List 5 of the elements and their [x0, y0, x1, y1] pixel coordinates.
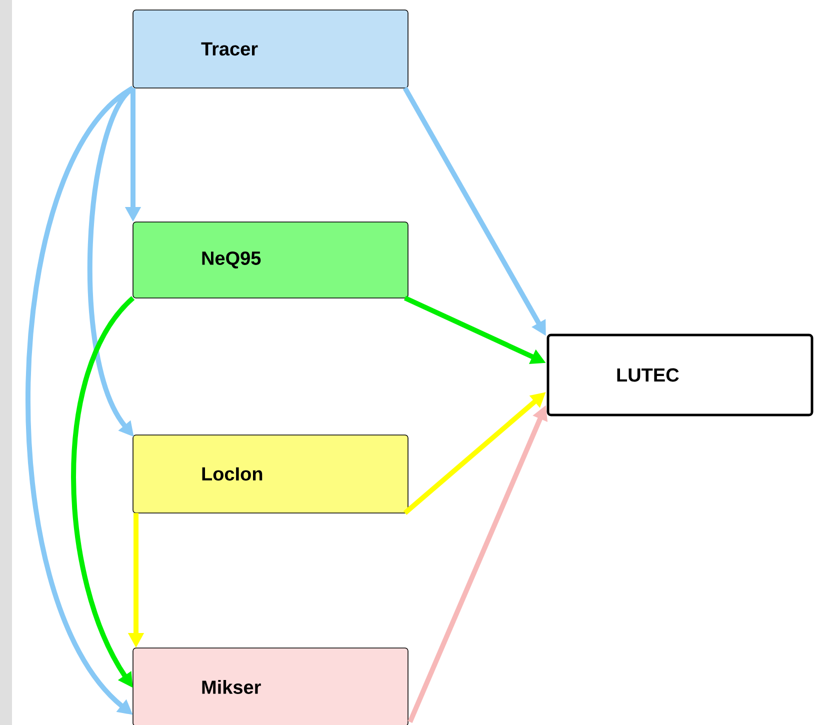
process-box: LocIon — [132, 434, 408, 514]
process-box: Tracer — [132, 10, 408, 88]
process-box: NeQ95 — [132, 222, 408, 298]
process-box: Mikser — [132, 648, 408, 725]
process-box: LUTEC — [546, 334, 814, 416]
